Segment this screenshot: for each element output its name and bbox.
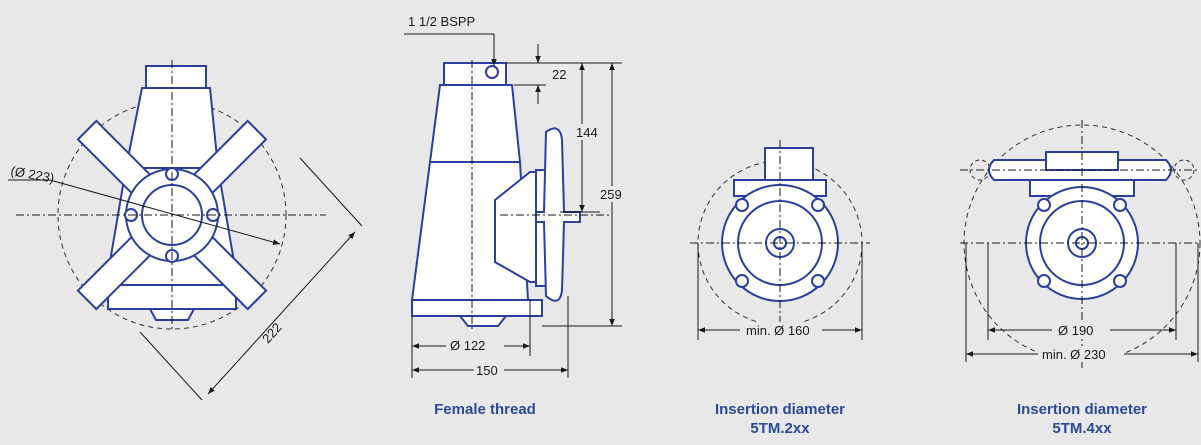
dim-front-circle: (Ø 223): [9, 163, 55, 185]
side-view: [410, 62, 581, 327]
thread-port: [485, 65, 499, 79]
side-foot: [457, 315, 509, 327]
side-base: [411, 299, 543, 317]
dim-thread: 1 1/2 BSPP: [408, 14, 475, 29]
port-box-2xx: [764, 147, 814, 181]
dim-dia-190: Ø 190: [1058, 323, 1093, 338]
base-foot: [148, 308, 196, 321]
dim-side-width: 150: [476, 363, 498, 378]
dim-front-diag: 222: [259, 320, 285, 346]
top-cap: [145, 65, 207, 89]
dim-mid-height: 144: [576, 125, 598, 140]
caption-4xx-line1: Insertion diameter: [1016, 401, 1148, 418]
dim-base-dia: Ø 122: [450, 338, 485, 353]
caption-insertion-4xx: Insertion diameter 5TM.4xx: [982, 400, 1182, 438]
reference-circle: [57, 100, 287, 330]
caption-female-text: Female thread: [434, 401, 536, 418]
side-upper-body: [428, 84, 522, 163]
side-view-dims: [404, 33, 622, 378]
dim-min-160: min. Ø 160: [746, 323, 810, 338]
caption-4xx-line2: 5TM.4xx: [1052, 420, 1112, 437]
dim-top-offset: 22: [552, 67, 566, 82]
caption-2xx-line1: Insertion diameter: [714, 401, 846, 418]
dim-total-height: 259: [600, 187, 622, 202]
dim-min-230: min. Ø 230: [1042, 347, 1106, 362]
front-view-dims: [8, 60, 363, 401]
side-handwheel: [535, 127, 581, 302]
caption-2xx-line2: 5TM.2xx: [750, 420, 810, 437]
caption-female-thread: Female thread: [390, 400, 580, 419]
caption-insertion-2xx: Insertion diameter 5TM.2xx: [680, 400, 880, 438]
